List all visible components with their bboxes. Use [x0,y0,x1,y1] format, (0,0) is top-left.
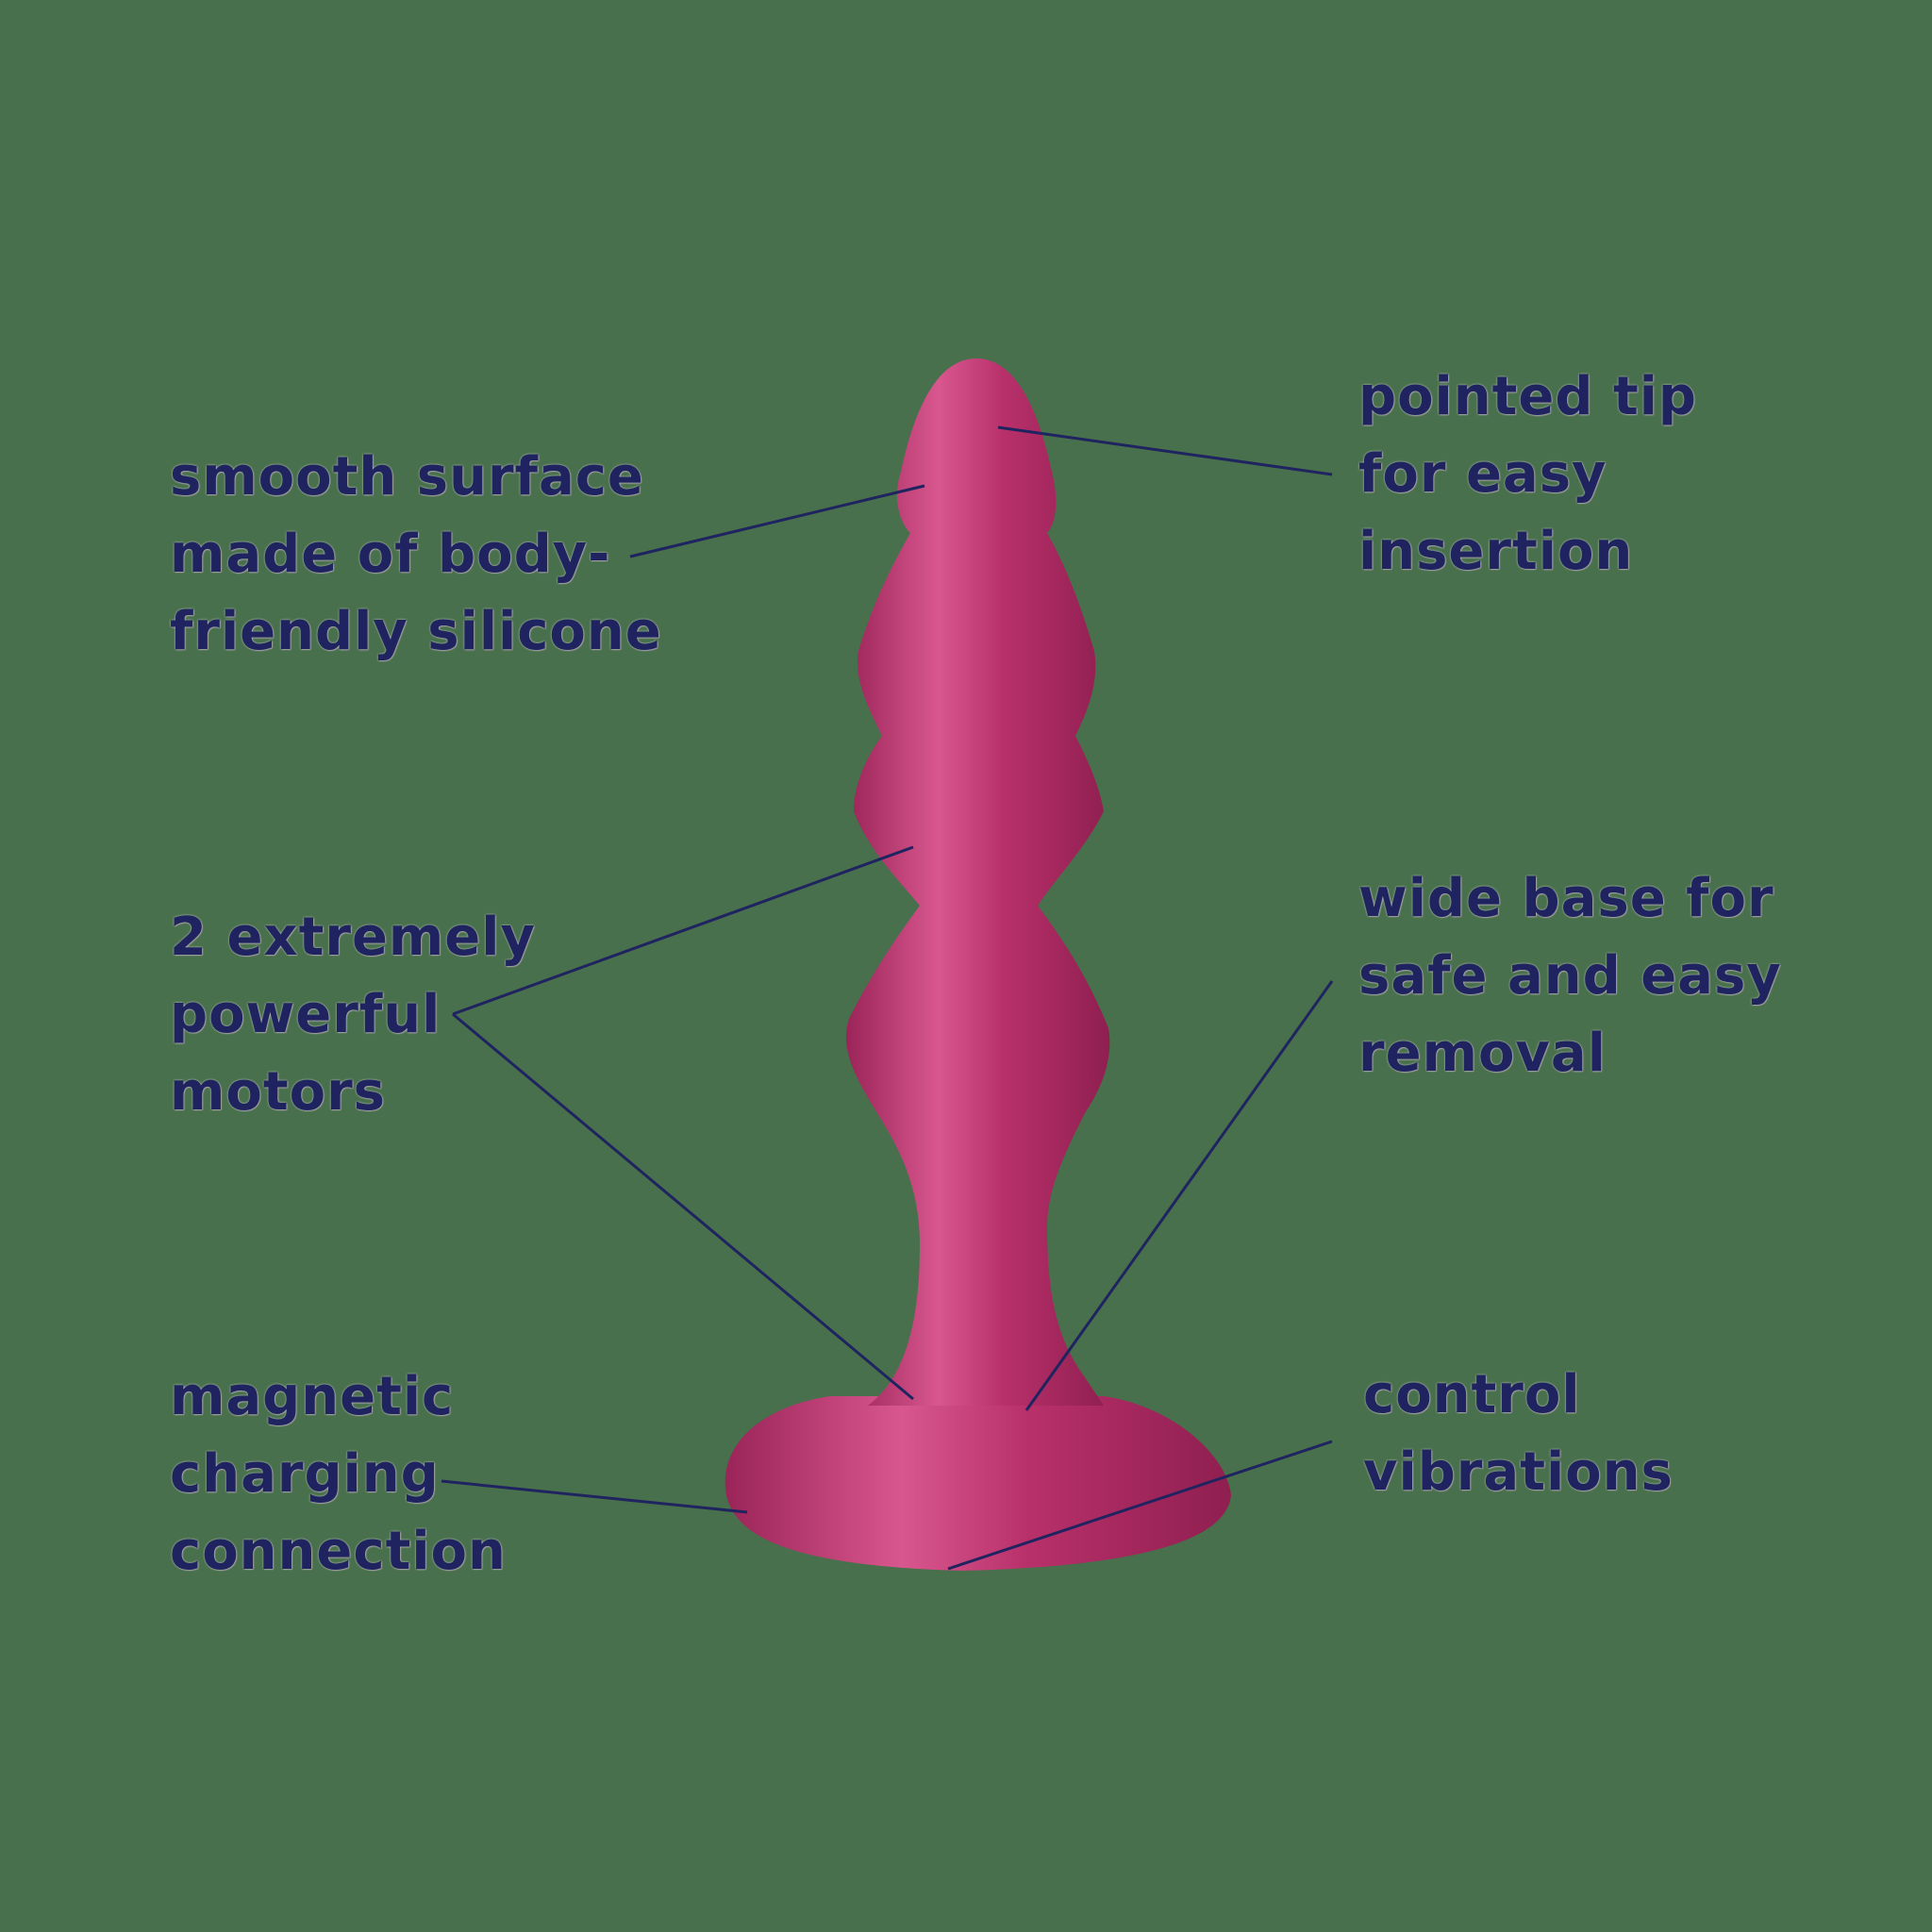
product-base [724,1396,1231,1571]
leader-lines [441,425,1334,1571]
label-control: control vibrations [1363,1364,1674,1503]
label-tip: pointed tip for easy insertion [1358,366,1698,582]
leader-line-control [947,1440,1333,1571]
leader-line-motors-upper [452,845,914,1016]
label-base: wide base for safe and easy removal [1358,868,1782,1084]
leader-line-charging [441,1479,748,1514]
leader-line-motors-lower [452,1012,914,1401]
label-surface: smooth surface made of body- friendly si… [170,446,662,662]
leader-line-base [1024,980,1334,1411]
label-motors: 2 extremely powerful motors [170,907,536,1123]
label-charging: magnetic charging connection [170,1366,507,1582]
leader-line-tip [997,425,1333,476]
product-body [845,358,1110,1406]
leader-line-surface [629,484,925,558]
